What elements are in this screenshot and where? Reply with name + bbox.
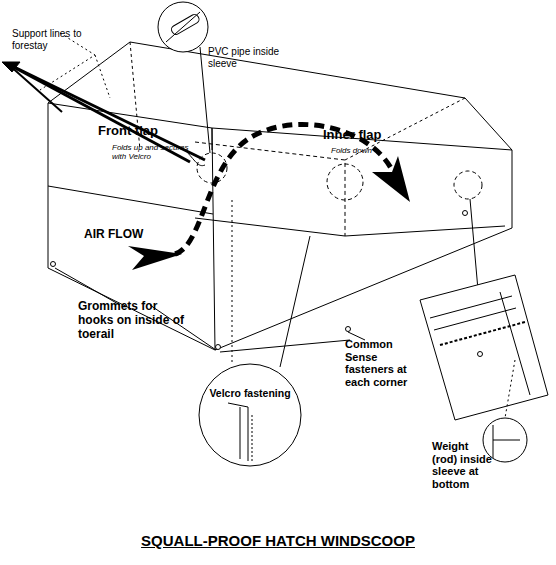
fastener bbox=[346, 327, 351, 332]
inset-fastener bbox=[478, 352, 483, 357]
support-lines bbox=[2, 33, 205, 162]
leader-line bbox=[150, 305, 216, 350]
leader-line bbox=[280, 236, 310, 367]
leader-line bbox=[232, 200, 233, 365]
support-arrowhead bbox=[2, 62, 20, 72]
circle-outline bbox=[198, 363, 302, 467]
velcro-strip bbox=[252, 415, 253, 461]
diagram-title: SQUALL-PROOF HATCH WINDSCOOP bbox=[0, 532, 556, 549]
grommet bbox=[51, 262, 56, 267]
part-label: Support lines to forestay bbox=[12, 28, 112, 51]
velcro-strip bbox=[228, 403, 248, 407]
part-label: PVC pipe inside sleeve bbox=[208, 46, 286, 69]
velcro-strip bbox=[248, 407, 249, 461]
air-flow-arrowhead bbox=[128, 246, 182, 270]
leader-line bbox=[220, 340, 350, 352]
circle-border bbox=[199, 364, 301, 466]
part-label: Front flap bbox=[98, 124, 188, 139]
inner-flap-edge bbox=[195, 218, 345, 236]
inner-flap-outline bbox=[195, 142, 345, 236]
note: Folds down bbox=[331, 146, 401, 155]
part-label: Grommets for hooks on inside of toerail bbox=[78, 300, 186, 341]
top-face bbox=[48, 42, 512, 150]
detail-marker bbox=[454, 171, 482, 199]
leader-line bbox=[505, 360, 515, 418]
air-flow-path bbox=[175, 124, 392, 254]
callout-circles bbox=[55, 2, 548, 462]
fastener bbox=[463, 211, 468, 216]
part-label: Common Sense fasteners at each corner bbox=[345, 338, 409, 389]
callout-text: Velcro fastening bbox=[202, 387, 298, 399]
detail-callout-circle: Velcro fastening bbox=[198, 363, 302, 467]
inset-line bbox=[500, 292, 530, 395]
sleeve-line bbox=[166, 12, 200, 42]
grommets bbox=[51, 211, 468, 350]
front-edge bbox=[212, 128, 213, 150]
leader-line bbox=[40, 33, 95, 90]
front-face bbox=[48, 103, 215, 350]
detail-circle bbox=[158, 2, 208, 52]
inset-line bbox=[434, 308, 516, 330]
weight-rod bbox=[493, 440, 520, 441]
leader-line bbox=[95, 55, 110, 98]
support-line bbox=[8, 64, 62, 112]
grommet bbox=[216, 345, 221, 350]
weight-rod bbox=[493, 425, 494, 458]
leader-line bbox=[185, 150, 205, 166]
inset-line bbox=[430, 296, 512, 318]
velcro-strip bbox=[240, 407, 241, 459]
detail-inset bbox=[420, 275, 548, 420]
part-label: Inner flap bbox=[323, 128, 403, 143]
note: Folds up and secures with Velcro bbox=[112, 143, 202, 161]
flow-label: AIR FLOW bbox=[84, 228, 164, 242]
front-flap-edge bbox=[48, 186, 213, 214]
leader-line bbox=[470, 199, 478, 290]
detail-marker bbox=[327, 164, 363, 200]
inner-flap-edge bbox=[345, 226, 505, 236]
part-label: Weight (rod) inside sleeve at bottom bbox=[432, 440, 492, 491]
air-flow-arrowhead bbox=[372, 156, 410, 202]
